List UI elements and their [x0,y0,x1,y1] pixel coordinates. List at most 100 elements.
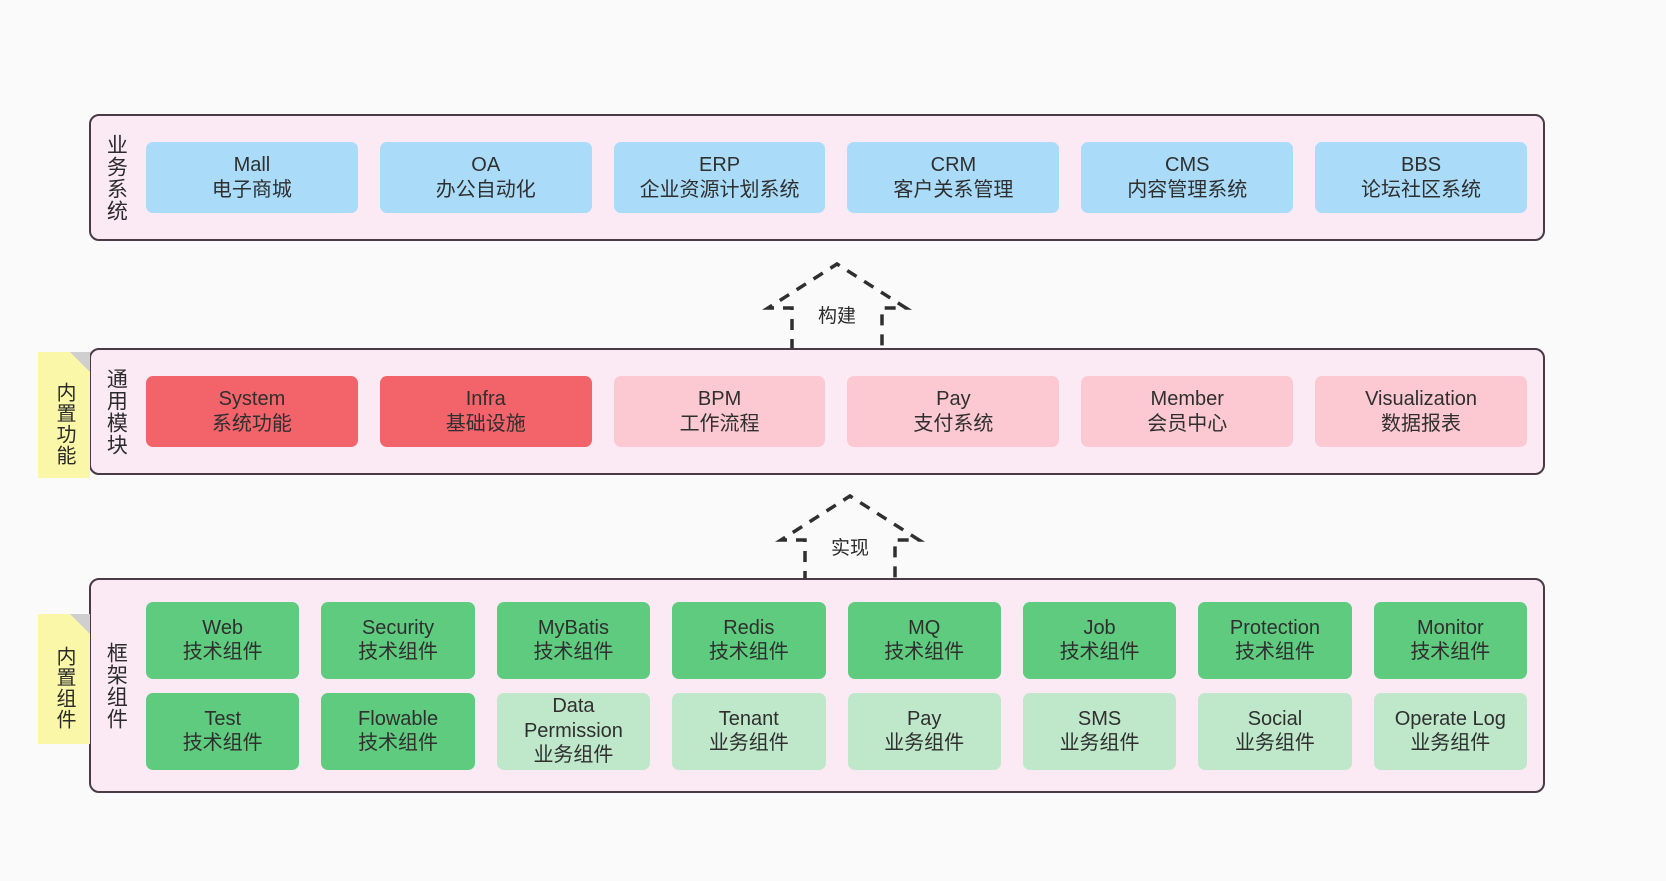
layer-business-systems-body: Mall 电子商城 OA 办公自动化 ERP 企业资源计划系统 CRM 客户关系… [140,116,1543,239]
box-pay-component-name: Pay [906,707,942,730]
box-security-name: Security [361,616,435,639]
arrow-realize: 实现 [775,490,925,582]
box-system-name: System [218,388,286,411]
box-job[interactable]: Job 技术组件 [1022,601,1177,679]
box-pay-module[interactable]: Pay 支付系统 [847,376,1060,447]
business-systems-row: Mall 电子商城 OA 办公自动化 ERP 企业资源计划系统 CRM 客户关系… [146,142,1527,213]
box-test[interactable]: Test 技术组件 [146,692,300,770]
box-bpm[interactable]: BPM 工作流程 [613,376,826,447]
box-system-desc: 系统功能 [211,412,292,435]
arrow-build: 构建 [762,258,912,350]
box-security-desc: 技术组件 [358,641,439,663]
box-redis-name: Redis [723,616,775,639]
box-test-desc: 技术组件 [182,732,263,754]
box-pay-module-name: Pay [936,388,971,411]
box-bbs[interactable]: BBS 论坛社区系统 [1315,142,1527,213]
box-visualization[interactable]: Visualization 数据报表 [1315,376,1527,447]
box-oa-desc: 办公自动化 [435,178,536,201]
box-member[interactable]: Member 会员中心 [1081,376,1294,447]
box-cms-desc: 内容管理系统 [1127,178,1248,201]
layer-framework-components-body: Web 技术组件 Security 技术组件 MyBatis 技术组件 Redi… [140,580,1543,791]
note-builtin-component: 内置组件 [38,614,90,744]
box-infra-desc: 基础设施 [445,412,526,435]
framework-tech-row: Web 技术组件 Security 技术组件 MyBatis 技术组件 Redi… [146,601,1527,679]
box-crm[interactable]: CRM 客户关系管理 [847,142,1060,213]
box-bpm-desc: 工作流程 [679,412,760,435]
box-mall[interactable]: Mall 电子商城 [146,142,358,213]
box-social-name: Social [1247,707,1303,730]
box-oa-name: OA [471,154,501,177]
box-social-desc: 业务组件 [1234,732,1315,754]
box-data-permission[interactable]: Data Permission 业务组件 [496,692,651,770]
box-flowable-name: Flowable [358,707,439,730]
box-monitor[interactable]: Monitor 技术组件 [1373,601,1527,679]
box-protection[interactable]: Protection 技术组件 [1198,601,1352,679]
box-data-permission-name: Data Permission [523,695,623,742]
layer-business-systems: 业务系统 Mall 电子商城 OA 办公自动化 ERP 企业资源计划系统 CRM… [89,114,1545,241]
box-sms-desc: 业务组件 [1059,732,1140,754]
box-protection-desc: 技术组件 [1234,641,1315,663]
box-operate-log[interactable]: Operate Log 业务组件 [1373,692,1527,770]
box-mybatis-desc: 技术组件 [533,641,614,663]
box-cms[interactable]: CMS 内容管理系统 [1081,142,1294,213]
note-builtin-component-label: 内置组件 [53,646,75,730]
box-erp[interactable]: ERP 企业资源计划系统 [613,142,826,213]
box-security[interactable]: Security 技术组件 [321,601,475,679]
box-web-name: Web [202,616,244,639]
box-social[interactable]: Social 业务组件 [1198,692,1352,770]
box-protection-name: Protection [1229,616,1320,639]
box-mall-name: Mall [233,154,271,177]
box-bbs-desc: 论坛社区系统 [1361,178,1482,201]
layer-common-modules: 通用模块 System 系统功能 Infra 基础设施 BPM 工作流程 Pay… [89,348,1545,475]
box-crm-desc: 客户关系管理 [893,178,1014,201]
box-mq-name: MQ [908,616,941,639]
layer-common-modules-label: 通用模块 [104,367,128,456]
box-mybatis-name: MyBatis [537,616,609,639]
layer-framework-components-label: 框架组件 [104,641,128,730]
box-erp-desc: 企业资源计划系统 [639,178,800,201]
box-mq-desc: 技术组件 [884,641,965,663]
layer-framework-components: 框架组件 Web 技术组件 Security 技术组件 MyBatis 技术组件… [89,578,1545,793]
box-bpm-name: BPM [697,388,742,411]
box-data-permission-desc: 业务组件 [533,744,614,767]
note-builtin-function-label: 内置功能 [53,382,75,466]
box-mybatis[interactable]: MyBatis 技术组件 [496,601,651,679]
box-visualization-desc: 数据报表 [1381,412,1462,435]
box-job-name: Job [1083,616,1116,639]
box-job-desc: 技术组件 [1059,641,1140,663]
box-infra[interactable]: Infra 基础设施 [379,376,592,447]
note-builtin-function: 内置功能 [38,352,90,478]
box-system[interactable]: System 系统功能 [146,376,358,447]
box-pay-component-desc: 业务组件 [884,732,965,754]
box-monitor-name: Monitor [1416,616,1484,639]
box-crm-name: CRM [930,154,977,177]
box-redis-desc: 技术组件 [708,641,789,663]
box-operate-log-desc: 业务组件 [1410,732,1491,754]
box-erp-name: ERP [699,154,741,177]
box-infra-name: Infra [465,388,506,411]
layer-business-systems-label: 业务系统 [104,133,128,222]
box-operate-log-name: Operate Log [1394,707,1506,730]
box-tenant[interactable]: Tenant 业务组件 [672,692,826,770]
box-sms-name: SMS [1077,707,1122,730]
box-tenant-desc: 业务组件 [708,732,789,754]
common-modules-row: System 系统功能 Infra 基础设施 BPM 工作流程 Pay 支付系统… [146,376,1527,447]
box-monitor-desc: 技术组件 [1410,641,1491,663]
box-pay-module-desc: 支付系统 [913,412,994,435]
box-test-name: Test [204,707,242,730]
box-flowable[interactable]: Flowable 技术组件 [321,692,475,770]
box-bbs-name: BBS [1401,154,1442,177]
box-mq[interactable]: MQ 技术组件 [847,601,1001,679]
box-web[interactable]: Web 技术组件 [146,601,300,679]
box-sms[interactable]: SMS 业务组件 [1022,692,1177,770]
box-oa[interactable]: OA 办公自动化 [379,142,592,213]
box-visualization-name: Visualization [1365,388,1478,411]
box-flowable-desc: 技术组件 [358,732,439,754]
box-redis[interactable]: Redis 技术组件 [672,601,826,679]
framework-business-row: Test 技术组件 Flowable 技术组件 Data Permission … [146,692,1527,770]
box-web-desc: 技术组件 [182,641,263,663]
box-tenant-name: Tenant [718,707,779,730]
box-member-desc: 会员中心 [1147,412,1228,435]
box-pay-component[interactable]: Pay 业务组件 [847,692,1001,770]
